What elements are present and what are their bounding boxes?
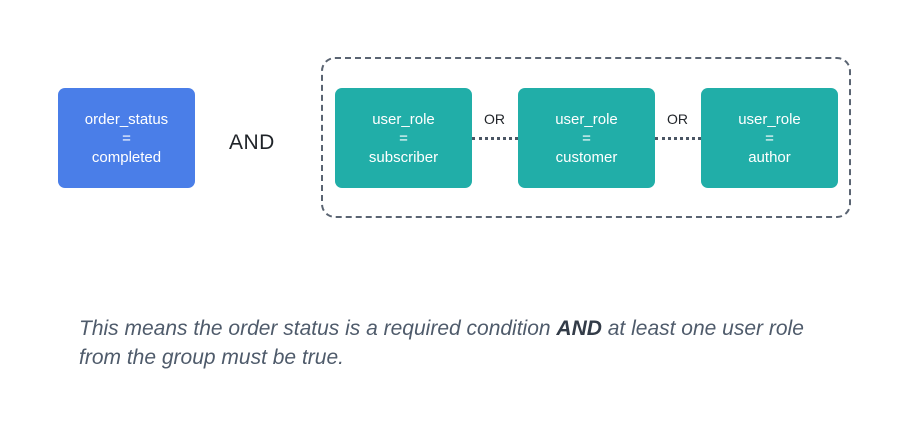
user-role-author-box: user_role = author — [701, 88, 838, 188]
condition-value: author — [748, 148, 791, 166]
dotted-connector — [472, 137, 518, 140]
explanation-before: This means the order status is a require… — [79, 317, 557, 340]
condition-field: user_role — [372, 110, 435, 128]
dotted-connector — [655, 137, 701, 140]
condition-operator: = — [122, 129, 131, 147]
and-operator-label: AND — [229, 131, 275, 154]
order-status-condition-box: order_status = completed — [58, 88, 195, 188]
condition-operator: = — [582, 129, 591, 147]
or-group-border — [321, 57, 851, 218]
user-role-subscriber-box: user_role = subscriber — [335, 88, 472, 188]
condition-value: completed — [91, 148, 162, 166]
explanation-after: at least one user role from the group mu… — [79, 317, 804, 369]
user-role-customer-box: user_role = customer — [518, 88, 655, 188]
explanation-text: This means the order status is a require… — [79, 314, 839, 372]
or-operator-label: OR — [484, 111, 505, 127]
or-operator-label: OR — [667, 111, 688, 127]
explanation-emphasis: AND — [556, 317, 602, 340]
condition-value: subscriber — [368, 148, 439, 166]
condition-field: order_status — [84, 110, 169, 128]
condition-field: user_role — [555, 110, 618, 128]
condition-operator: = — [765, 129, 774, 147]
condition-value: customer — [555, 148, 618, 166]
condition-operator: = — [399, 129, 408, 147]
condition-field: user_role — [738, 110, 801, 128]
